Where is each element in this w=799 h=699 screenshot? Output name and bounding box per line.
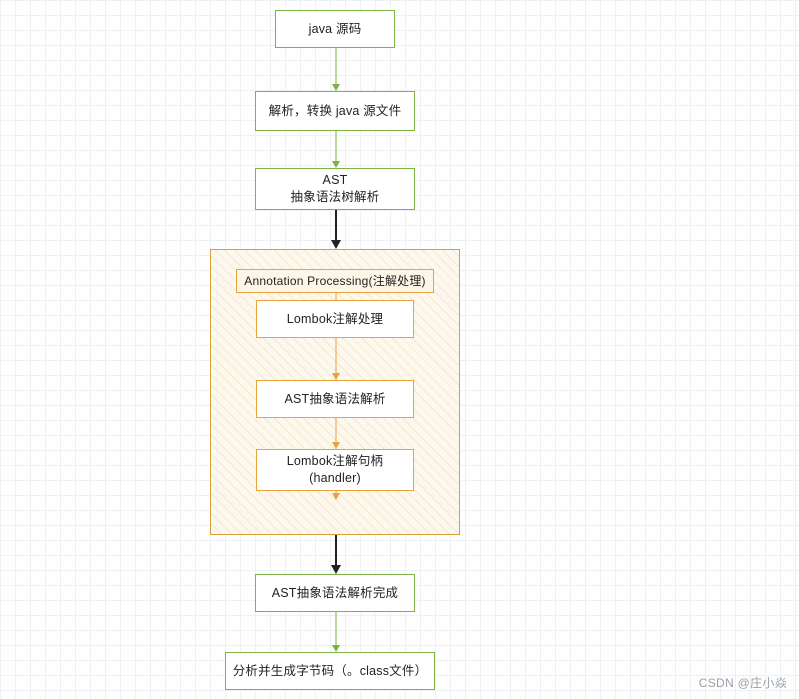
node-ast-inner-parse[interactable]: AST抽象语法解析 — [256, 380, 414, 418]
arrow-parse-to-ast — [331, 131, 340, 168]
node-ast-parse[interactable]: AST 抽象语法树解析 — [255, 168, 415, 210]
node-annotation-processing[interactable]: Annotation Processing(注解处理) — [236, 269, 434, 293]
arrow-source-to-parse — [331, 48, 340, 91]
watermark-text: CSDN @庄小焱 — [698, 676, 787, 690]
arrow-lombok-processing-to-ast-inner — [331, 338, 340, 380]
node-ast-parse-complete[interactable]: AST抽象语法解析完成 — [255, 574, 415, 612]
arrow-ast-done-to-bytecode — [331, 612, 340, 652]
arrow-ast-to-annotation-processing — [330, 210, 341, 249]
node-lombok-annotation-processing[interactable]: Lombok注解处理 — [256, 300, 414, 338]
node-generate-bytecode[interactable]: 分析并生成字节码（。class文件） — [225, 652, 435, 690]
node-java-source[interactable]: java 源码 — [275, 10, 395, 48]
arrow-group-to-ast-done — [330, 535, 341, 574]
node-lombok-handler[interactable]: Lombok注解句柄 (handler) — [256, 449, 414, 491]
arrow-ast-inner-to-handler — [331, 418, 340, 449]
node-parse-convert[interactable]: 解析，转换 java 源文件 — [255, 91, 415, 131]
